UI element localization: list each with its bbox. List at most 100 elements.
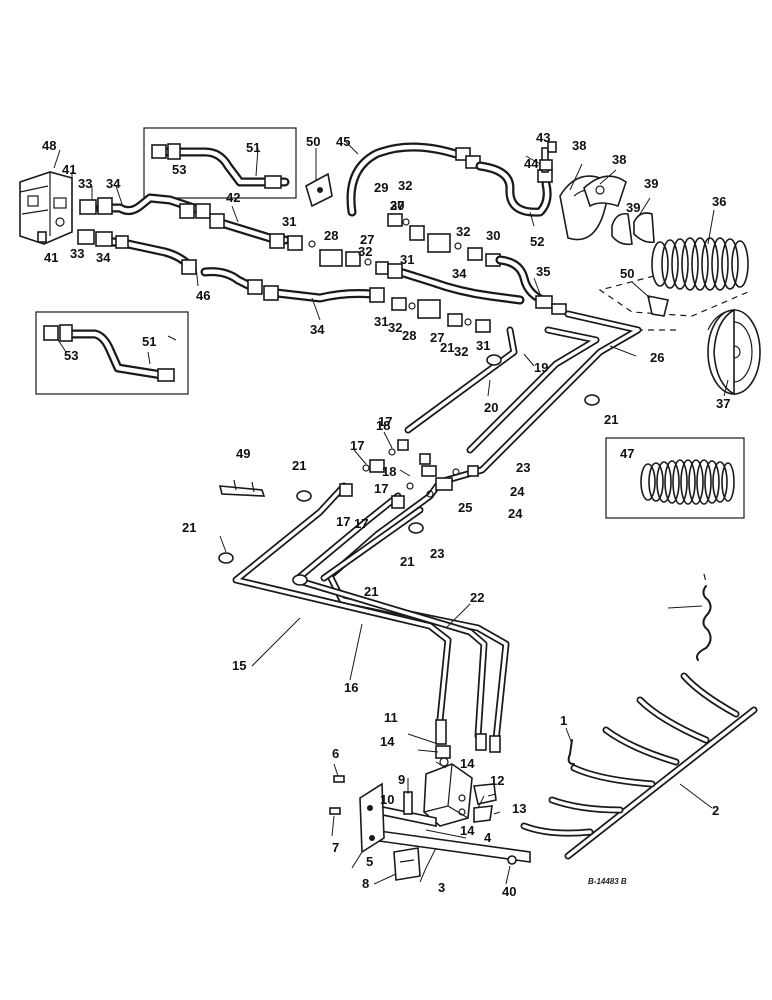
callout-29: 29 bbox=[374, 180, 388, 195]
callout-10: 10 bbox=[380, 792, 394, 807]
callout-15: 15 bbox=[232, 658, 246, 673]
callout-36: 36 bbox=[712, 194, 726, 209]
callout-26: 26 bbox=[650, 350, 664, 365]
shoes-38 bbox=[611, 212, 655, 246]
callout-46: 46 bbox=[196, 288, 210, 303]
callout-16: 16 bbox=[344, 680, 358, 695]
callout-2: 2 bbox=[712, 803, 719, 818]
callout-51: 51 bbox=[246, 140, 260, 155]
callout-17: 17 bbox=[374, 481, 388, 496]
callout-21: 21 bbox=[604, 412, 618, 427]
clamp-7 bbox=[393, 847, 421, 881]
callout-31: 31 bbox=[282, 214, 296, 229]
spring-35 bbox=[651, 237, 749, 291]
bracket-49-right bbox=[646, 294, 669, 317]
callout-27: 27 bbox=[390, 198, 404, 213]
callout-17: 17 bbox=[378, 414, 392, 429]
callout-23: 23 bbox=[430, 546, 444, 561]
callout-38: 38 bbox=[572, 138, 586, 153]
callout-30: 30 bbox=[486, 228, 500, 243]
shoe-37 bbox=[559, 175, 627, 241]
hose-row-upper bbox=[79, 193, 567, 315]
hook-1 bbox=[567, 739, 575, 765]
leader-lines bbox=[53, 141, 729, 885]
callout-40: 40 bbox=[502, 884, 516, 899]
drum-36 bbox=[707, 308, 761, 396]
callout-41: 41 bbox=[44, 250, 58, 265]
callout-18: 18 bbox=[382, 464, 396, 479]
callout-1: 1 bbox=[560, 713, 567, 728]
fittings-27-31 bbox=[387, 213, 483, 261]
callout-34: 34 bbox=[452, 266, 467, 281]
callout-32: 32 bbox=[454, 344, 468, 359]
inset-box-top bbox=[143, 127, 297, 199]
callout-32: 32 bbox=[358, 244, 372, 259]
plate-5 bbox=[359, 782, 385, 854]
control-valve-47 bbox=[19, 171, 73, 245]
callout-13: 13 bbox=[512, 801, 526, 816]
callout-19: 19 bbox=[534, 360, 548, 375]
callout-47: 47 bbox=[620, 446, 634, 461]
callout-17: 17 bbox=[350, 438, 364, 453]
callout-33: 33 bbox=[70, 246, 84, 261]
callout-53: 53 bbox=[172, 162, 186, 177]
callout-21: 21 bbox=[400, 554, 414, 569]
bracket-48 bbox=[218, 479, 266, 497]
callout-31: 31 bbox=[400, 252, 414, 267]
callout-32: 32 bbox=[388, 320, 402, 335]
callout-39: 39 bbox=[644, 176, 658, 191]
steel-lines bbox=[232, 310, 642, 744]
callout-22: 22 bbox=[470, 590, 484, 605]
callout-44: 44 bbox=[524, 156, 539, 171]
inset-box-left bbox=[35, 311, 189, 395]
callout-25: 25 bbox=[458, 500, 472, 515]
callout-27: 27 bbox=[360, 232, 374, 247]
callout-8: 8 bbox=[362, 876, 369, 891]
callout-5: 5 bbox=[366, 854, 373, 869]
callout-17: 17 bbox=[354, 516, 368, 531]
callout-37: 37 bbox=[716, 396, 730, 411]
callout-42: 42 bbox=[226, 190, 240, 205]
callout-27: 27 bbox=[430, 330, 444, 345]
elbow-11-12 bbox=[458, 783, 497, 823]
callout-51: 51 bbox=[142, 334, 156, 349]
callout-28: 28 bbox=[324, 228, 338, 243]
rake-2 bbox=[520, 672, 758, 860]
callout-24: 24 bbox=[510, 484, 525, 499]
callout-7: 7 bbox=[332, 840, 339, 855]
bolt-42-43 bbox=[539, 141, 557, 171]
callout-9: 9 bbox=[398, 772, 405, 787]
callout-48: 48 bbox=[42, 138, 56, 153]
clips-21 bbox=[218, 354, 600, 586]
callout-17: 17 bbox=[336, 514, 350, 529]
chain-53 bbox=[696, 573, 712, 661]
bar-3-4 bbox=[371, 805, 531, 863]
callout-31: 31 bbox=[374, 314, 388, 329]
callout-34: 34 bbox=[96, 250, 111, 265]
tube-end-fittings bbox=[435, 719, 501, 753]
drawing-number: B-14483 B bbox=[588, 877, 627, 886]
callout-49: 49 bbox=[236, 446, 250, 461]
callout-30: 30 bbox=[390, 198, 404, 213]
callout-32: 32 bbox=[398, 178, 412, 193]
hose-51 bbox=[475, 147, 553, 217]
callout-39: 39 bbox=[626, 200, 640, 215]
callout-3: 3 bbox=[438, 880, 445, 895]
callout-52: 52 bbox=[530, 234, 544, 249]
callout-20: 20 bbox=[484, 400, 498, 415]
inset-box-spring bbox=[605, 437, 745, 519]
callout-18: 18 bbox=[376, 418, 390, 433]
callout-32: 32 bbox=[456, 224, 470, 239]
callout-28: 28 bbox=[402, 328, 416, 343]
callout-41: 41 bbox=[62, 162, 76, 177]
callout-34: 34 bbox=[106, 176, 121, 191]
bracket-49-top bbox=[305, 172, 333, 208]
callout-4: 4 bbox=[484, 830, 492, 845]
valve-9 bbox=[423, 745, 473, 827]
callout-23: 23 bbox=[516, 460, 530, 475]
callout-12: 12 bbox=[490, 773, 504, 788]
callout-34: 34 bbox=[310, 322, 325, 337]
